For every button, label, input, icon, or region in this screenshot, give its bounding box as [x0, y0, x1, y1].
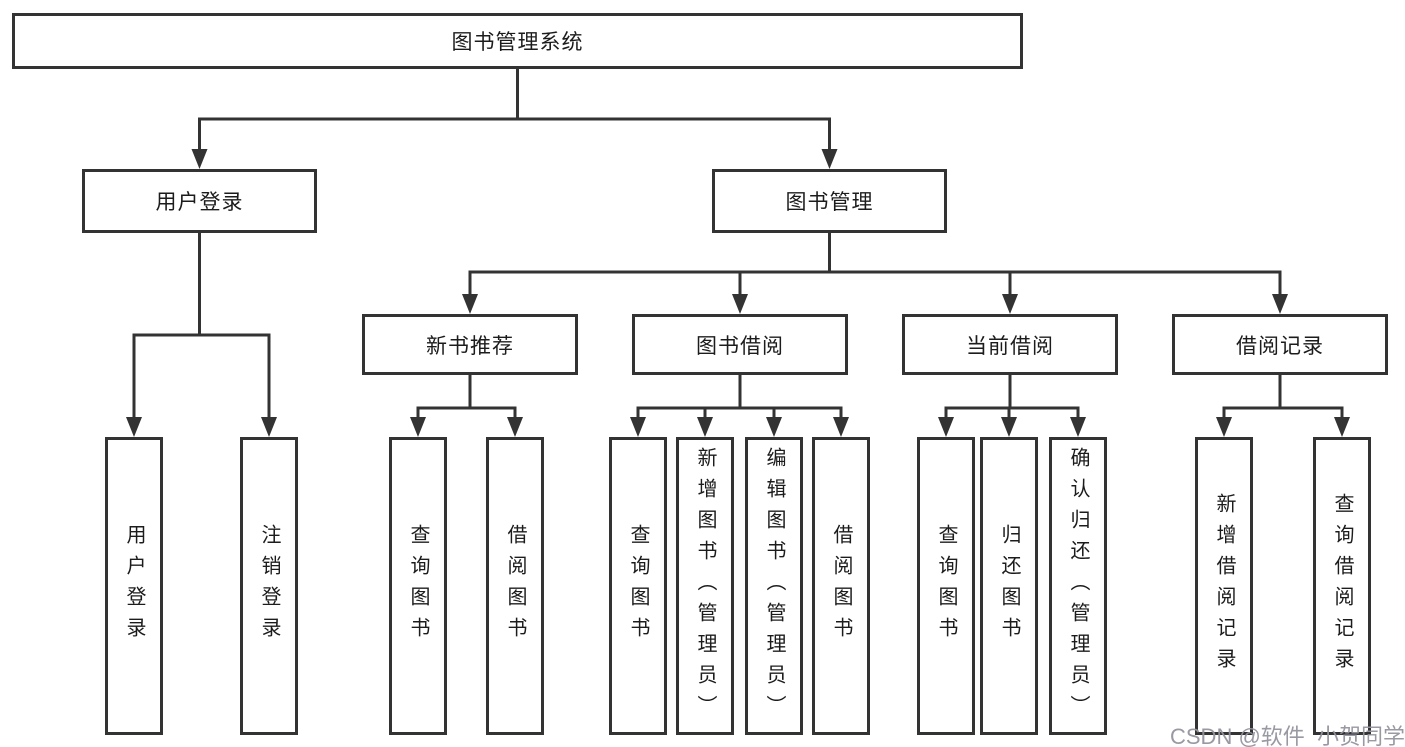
node-label: 查询借阅记录 [1331, 493, 1353, 679]
node-book-management: 图书管理 [712, 169, 947, 233]
node-label: 图书借阅 [696, 334, 784, 358]
node-current-borrow: 当前借阅 [902, 314, 1118, 375]
leaf-user-login: 用户登录 [105, 437, 163, 735]
node-label: 借阅图书 [504, 524, 526, 648]
leaf-query-books-current: 查询图书 [917, 437, 975, 735]
node-label: 借阅记录 [1236, 334, 1324, 358]
leaf-borrow-books-recommend: 借阅图书 [486, 437, 544, 735]
node-label: 用户登录 [123, 524, 145, 648]
node-label: 查询图书 [627, 524, 649, 648]
node-label: 新增图书（管理员） [694, 446, 716, 726]
node-label: 新书推荐 [426, 334, 514, 358]
node-book-borrow: 图书借阅 [632, 314, 848, 375]
node-label: 新增借阅记录 [1213, 493, 1235, 679]
node-label: 用户登录 [155, 191, 244, 214]
node-label: 查询图书 [935, 524, 957, 648]
node-label: 编辑图书（管理员） [763, 446, 785, 726]
leaf-borrow-books: 借阅图书 [812, 437, 870, 735]
leaf-confirm-return-admin: 确认归还（管理员） [1049, 437, 1107, 735]
node-label: 查询图书 [407, 524, 429, 648]
node-label: 图书管理系统 [451, 31, 584, 54]
node-label: 归还图书 [998, 524, 1020, 648]
node-label: 注销登录 [258, 524, 280, 648]
node-user-login: 用户登录 [82, 169, 317, 233]
leaf-edit-books-admin: 编辑图书（管理员） [745, 437, 803, 735]
leaf-query-borrow-record: 查询借阅记录 [1313, 437, 1371, 735]
node-library-management-system: 图书管理系统 [12, 13, 1023, 69]
leaf-return-books: 归还图书 [980, 437, 1038, 735]
leaf-logout: 注销登录 [240, 437, 298, 735]
node-label: 当前借阅 [966, 334, 1054, 358]
node-label: 确认归还（管理员） [1067, 446, 1089, 726]
node-new-book-recommend: 新书推荐 [362, 314, 578, 375]
leaf-add-books-admin: 新增图书（管理员） [676, 437, 734, 735]
node-label: 借阅图书 [830, 524, 852, 648]
leaf-add-borrow-record: 新增借阅记录 [1195, 437, 1253, 735]
leaf-query-books-borrow: 查询图书 [609, 437, 667, 735]
node-borrow-records: 借阅记录 [1172, 314, 1388, 375]
leaf-query-books-recommend: 查询图书 [389, 437, 447, 735]
csdn-watermark: CSDN @软件_小贺同学 [1170, 724, 1405, 747]
node-label: 图书管理 [785, 191, 874, 214]
